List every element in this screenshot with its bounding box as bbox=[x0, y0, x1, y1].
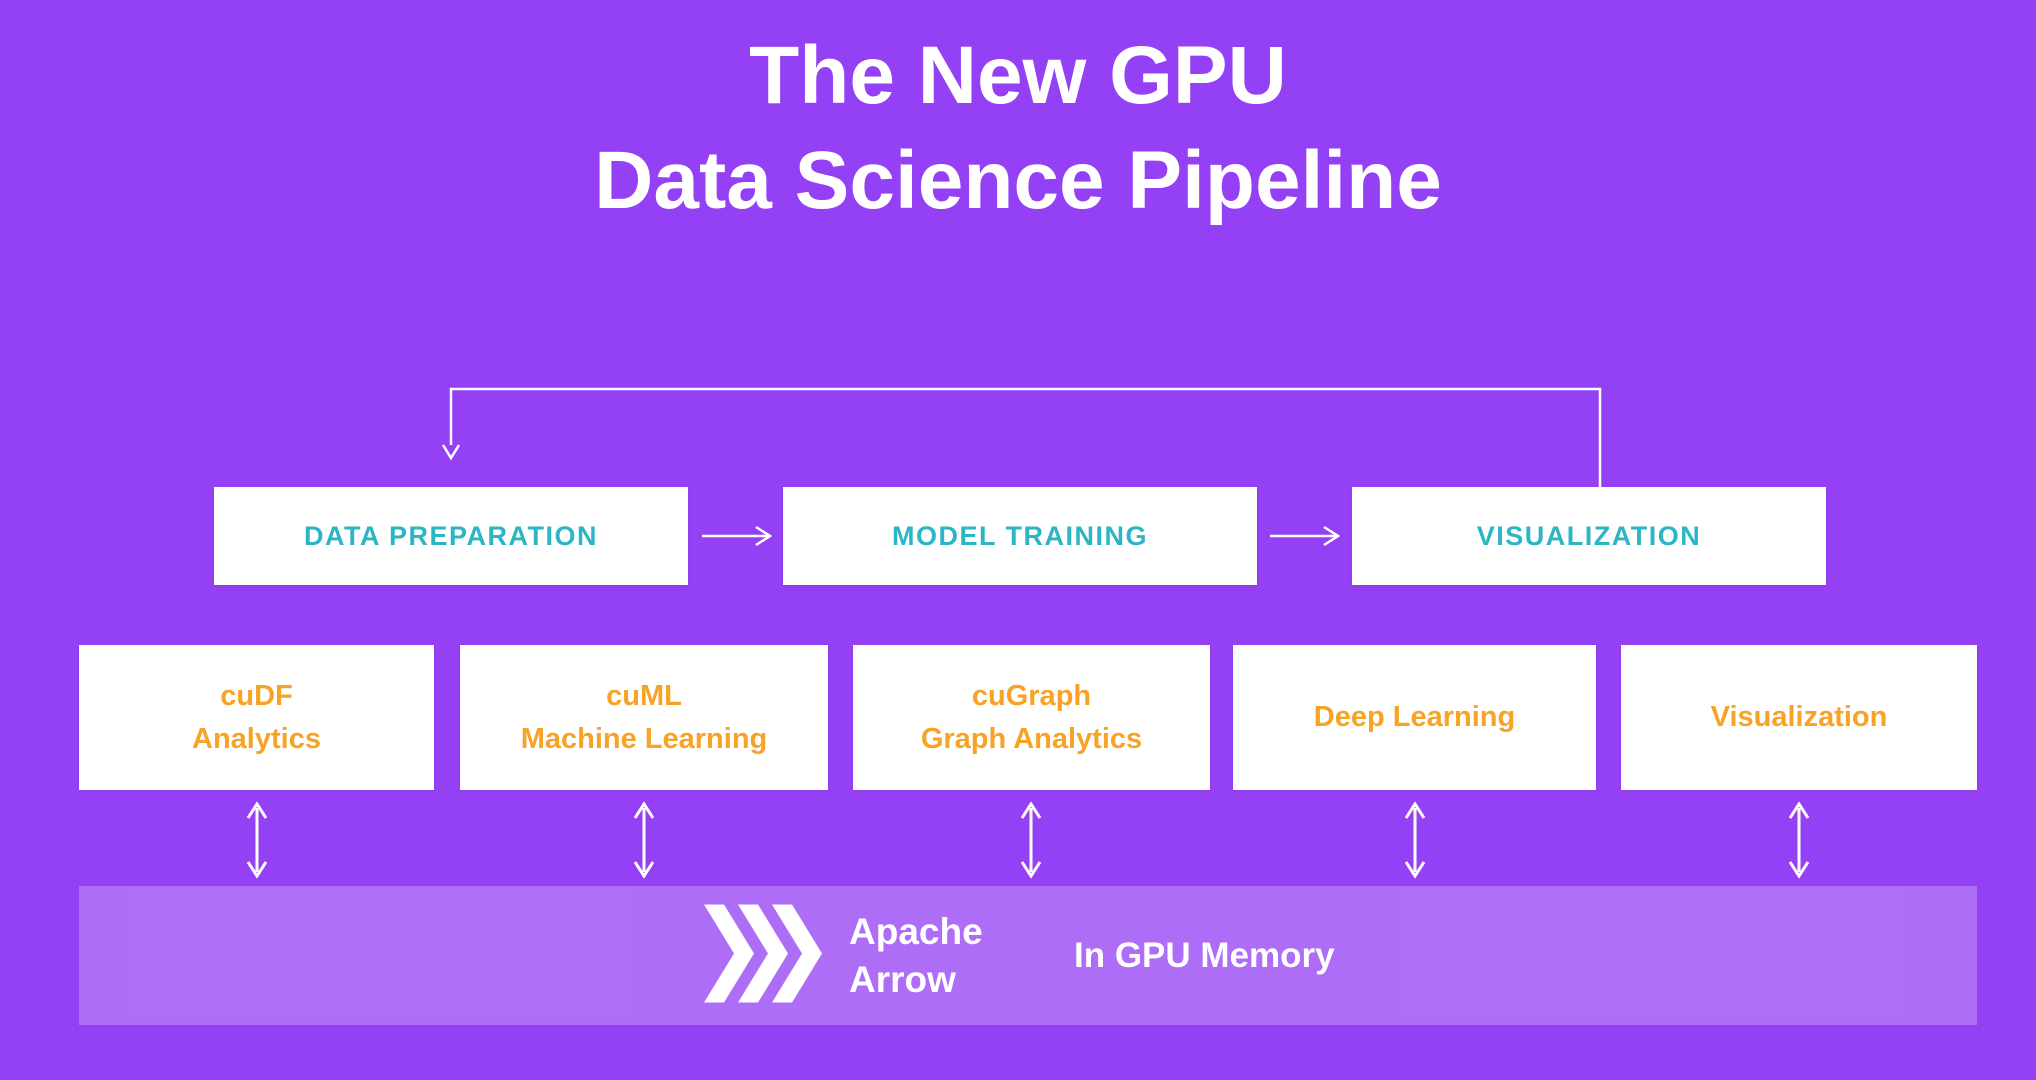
apache-arrow-brand: Apache Arrow bbox=[849, 907, 983, 1003]
title-line-1: The New GPU bbox=[749, 30, 1287, 121]
brand-line-1: Apache bbox=[849, 910, 983, 952]
component-line-2: Analytics bbox=[192, 722, 321, 755]
right-arrow-icon bbox=[1268, 523, 1348, 554]
component-box-cudf: cuDF Analytics bbox=[79, 645, 434, 790]
stage-box-model-training: MODEL TRAINING bbox=[783, 487, 1257, 585]
up-down-arrow-icon bbox=[1016, 798, 1046, 887]
right-arrow-icon bbox=[700, 523, 780, 554]
up-down-arrow-icon bbox=[1400, 798, 1430, 887]
component-line-1: Deep Learning bbox=[1313, 701, 1516, 734]
up-down-arrow-icon bbox=[1784, 798, 1814, 887]
component-line-2: Machine Learning bbox=[520, 722, 768, 755]
component-line-2: Graph Analytics bbox=[920, 722, 1143, 755]
component-line-1: cuDF bbox=[220, 680, 293, 713]
stage-label: MODEL TRAINING bbox=[892, 520, 1148, 551]
component-line-1: cuGraph bbox=[971, 680, 1092, 713]
triple-chevron-right-icon bbox=[704, 904, 822, 1007]
component-box-deep-learning: Deep Learning bbox=[1233, 645, 1596, 790]
page-title: The New GPU Data Science Pipeline bbox=[0, 24, 2036, 234]
brand-line-2: Arrow bbox=[849, 958, 956, 1000]
component-line-1: cuML bbox=[606, 680, 682, 713]
component-box-cugraph: cuGraph Graph Analytics bbox=[853, 645, 1210, 790]
stage-label: VISUALIZATION bbox=[1476, 520, 1702, 551]
up-down-arrow-icon bbox=[629, 798, 659, 887]
up-down-arrow-icon bbox=[242, 798, 272, 887]
gpu-memory-bar: Apache Arrow In GPU Memory bbox=[79, 886, 1977, 1025]
stage-label: DATA PREPARATION bbox=[304, 520, 598, 551]
gpu-memory-label: In GPU Memory bbox=[1074, 935, 1335, 975]
loop-back-arrow-icon bbox=[440, 383, 1620, 496]
component-box-cuml: cuML Machine Learning bbox=[460, 645, 828, 790]
component-box-visualization: Visualization bbox=[1621, 645, 1977, 790]
component-line-1: Visualization bbox=[1710, 701, 1888, 734]
stage-box-visualization: VISUALIZATION bbox=[1352, 487, 1826, 585]
title-line-2: Data Science Pipeline bbox=[594, 134, 1442, 226]
stage-box-data-preparation: DATA PREPARATION bbox=[214, 487, 688, 585]
